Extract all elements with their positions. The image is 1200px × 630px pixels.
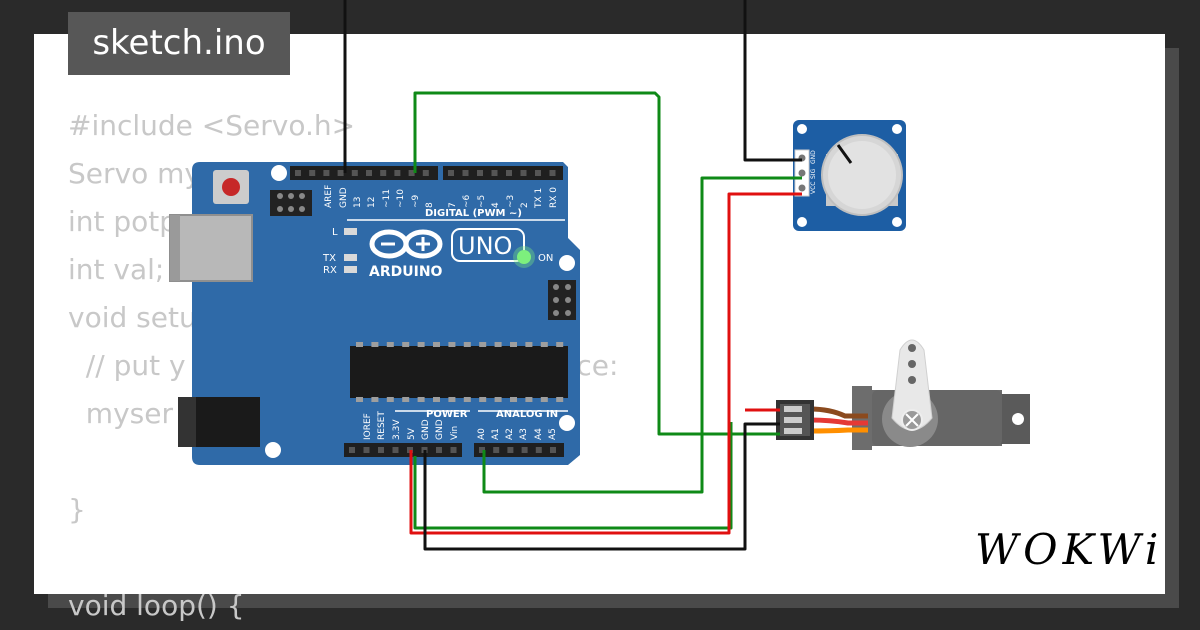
code-line: void loop() { bbox=[68, 589, 245, 622]
digital-pin-label: ~11 bbox=[382, 189, 392, 208]
file-tab[interactable]: sketch.ino bbox=[68, 12, 290, 75]
power-pin-label: IOREF bbox=[363, 413, 373, 440]
code-line: int val; bbox=[68, 253, 165, 286]
analog-pin-label: A4 bbox=[534, 428, 544, 440]
arduino-logo bbox=[369, 229, 443, 259]
digital-pin-label: GND bbox=[339, 187, 349, 208]
digital-header-right bbox=[443, 166, 563, 180]
led-l bbox=[344, 228, 357, 235]
usb-port bbox=[169, 214, 253, 282]
digital-pin-label: AREF bbox=[324, 185, 334, 208]
digital-pin-label: 12 bbox=[367, 197, 377, 208]
pot-pin-label: SIG bbox=[810, 168, 817, 179]
code-line: Servo my bbox=[68, 157, 201, 190]
servo-cable-red bbox=[809, 417, 868, 426]
digital-pin-label: TX 1 bbox=[534, 188, 544, 209]
wire-pot-gnd[interactable] bbox=[743, 0, 802, 162]
power-pin-label: RESET bbox=[377, 411, 387, 440]
digital-label: DIGITAL (PWM ~) bbox=[425, 208, 522, 219]
arduino-logo-text: ARDUINO bbox=[369, 264, 443, 280]
pot-pin-label: VCC bbox=[810, 182, 817, 194]
code-line: void setu bbox=[68, 301, 197, 334]
wire-servo-green-2[interactable] bbox=[413, 422, 733, 530]
analog-pin-label: A1 bbox=[491, 428, 501, 440]
code-line: int potp bbox=[68, 205, 178, 238]
power-label: POWER bbox=[426, 409, 468, 420]
power-header bbox=[344, 443, 462, 457]
atmega-chip bbox=[350, 342, 568, 402]
reset-button[interactable] bbox=[222, 178, 240, 196]
analog-pin-label: A2 bbox=[505, 428, 515, 440]
digital-pin-label: 13 bbox=[353, 197, 363, 208]
led-on bbox=[517, 250, 531, 264]
analog-header bbox=[474, 443, 564, 457]
code-line: } bbox=[68, 493, 86, 526]
icsp-header-right bbox=[548, 280, 576, 320]
wire-5v-pot[interactable] bbox=[409, 192, 802, 535]
analog-pin-label: A5 bbox=[548, 428, 558, 440]
digital-header-left bbox=[290, 166, 438, 180]
power-pin-label: 5V bbox=[407, 427, 417, 440]
analog-pin-label: A3 bbox=[519, 428, 529, 440]
power-pin-label: 3.3V bbox=[392, 419, 402, 440]
digital-pin-label: 4 bbox=[491, 202, 501, 208]
uno-label: UNO bbox=[458, 232, 512, 260]
led-on-label: ON bbox=[538, 253, 553, 264]
led-tx bbox=[344, 254, 357, 261]
servo-horn[interactable] bbox=[891, 339, 933, 431]
icsp-header-top bbox=[270, 190, 312, 216]
power-pin-label: Vin bbox=[450, 426, 460, 440]
digital-pin-label: ~9 bbox=[411, 194, 421, 208]
digital-pin-label: RX 0 bbox=[549, 187, 559, 208]
potentiometer[interactable]: GND SIG VCC bbox=[793, 120, 906, 231]
led-rx bbox=[344, 266, 357, 273]
digital-pin-label: ~6 bbox=[462, 194, 472, 208]
digital-pin-label: ~10 bbox=[396, 189, 406, 208]
digital-pin-label: 8 bbox=[425, 202, 435, 208]
wokwi-logo[interactable]: WOKWi bbox=[975, 525, 1164, 574]
arduino-uno[interactable]: AREF GND 13 12 ~11 ~10 ~9 8 7 ~6 ~5 4 ~3 2 TX 1 RX 0 DI… bbox=[169, 162, 580, 465]
wire-pin9-servo[interactable] bbox=[413, 91, 780, 436]
led-rx-label: RX bbox=[323, 265, 337, 276]
servo-motor[interactable] bbox=[776, 339, 1030, 450]
code-line: #include <Servo.h> bbox=[68, 109, 356, 142]
led-l-label: L bbox=[332, 227, 338, 238]
pot-pin-label: GND bbox=[810, 150, 817, 164]
wire-a0-pot[interactable] bbox=[482, 176, 802, 494]
analog-label: ANALOG IN bbox=[496, 409, 558, 420]
digital-pin-label: ~5 bbox=[477, 195, 487, 208]
digital-pin-label: 7 bbox=[448, 202, 458, 208]
servo-cable-brown bbox=[809, 406, 868, 419]
led-tx-label: TX bbox=[322, 253, 336, 264]
pot-indicator bbox=[836, 144, 853, 164]
servo-cable-orange bbox=[809, 427, 868, 434]
digital-pin-label: ~3 bbox=[506, 195, 516, 208]
power-pin-label: GND bbox=[421, 419, 431, 440]
analog-pin-label: A0 bbox=[477, 428, 487, 440]
code-line: myser bbox=[68, 397, 173, 430]
digital-pin-label: 2 bbox=[520, 202, 530, 208]
wire-gnd-servo[interactable] bbox=[423, 422, 780, 551]
power-pin-label: GND bbox=[435, 419, 445, 440]
wires bbox=[343, 0, 802, 551]
